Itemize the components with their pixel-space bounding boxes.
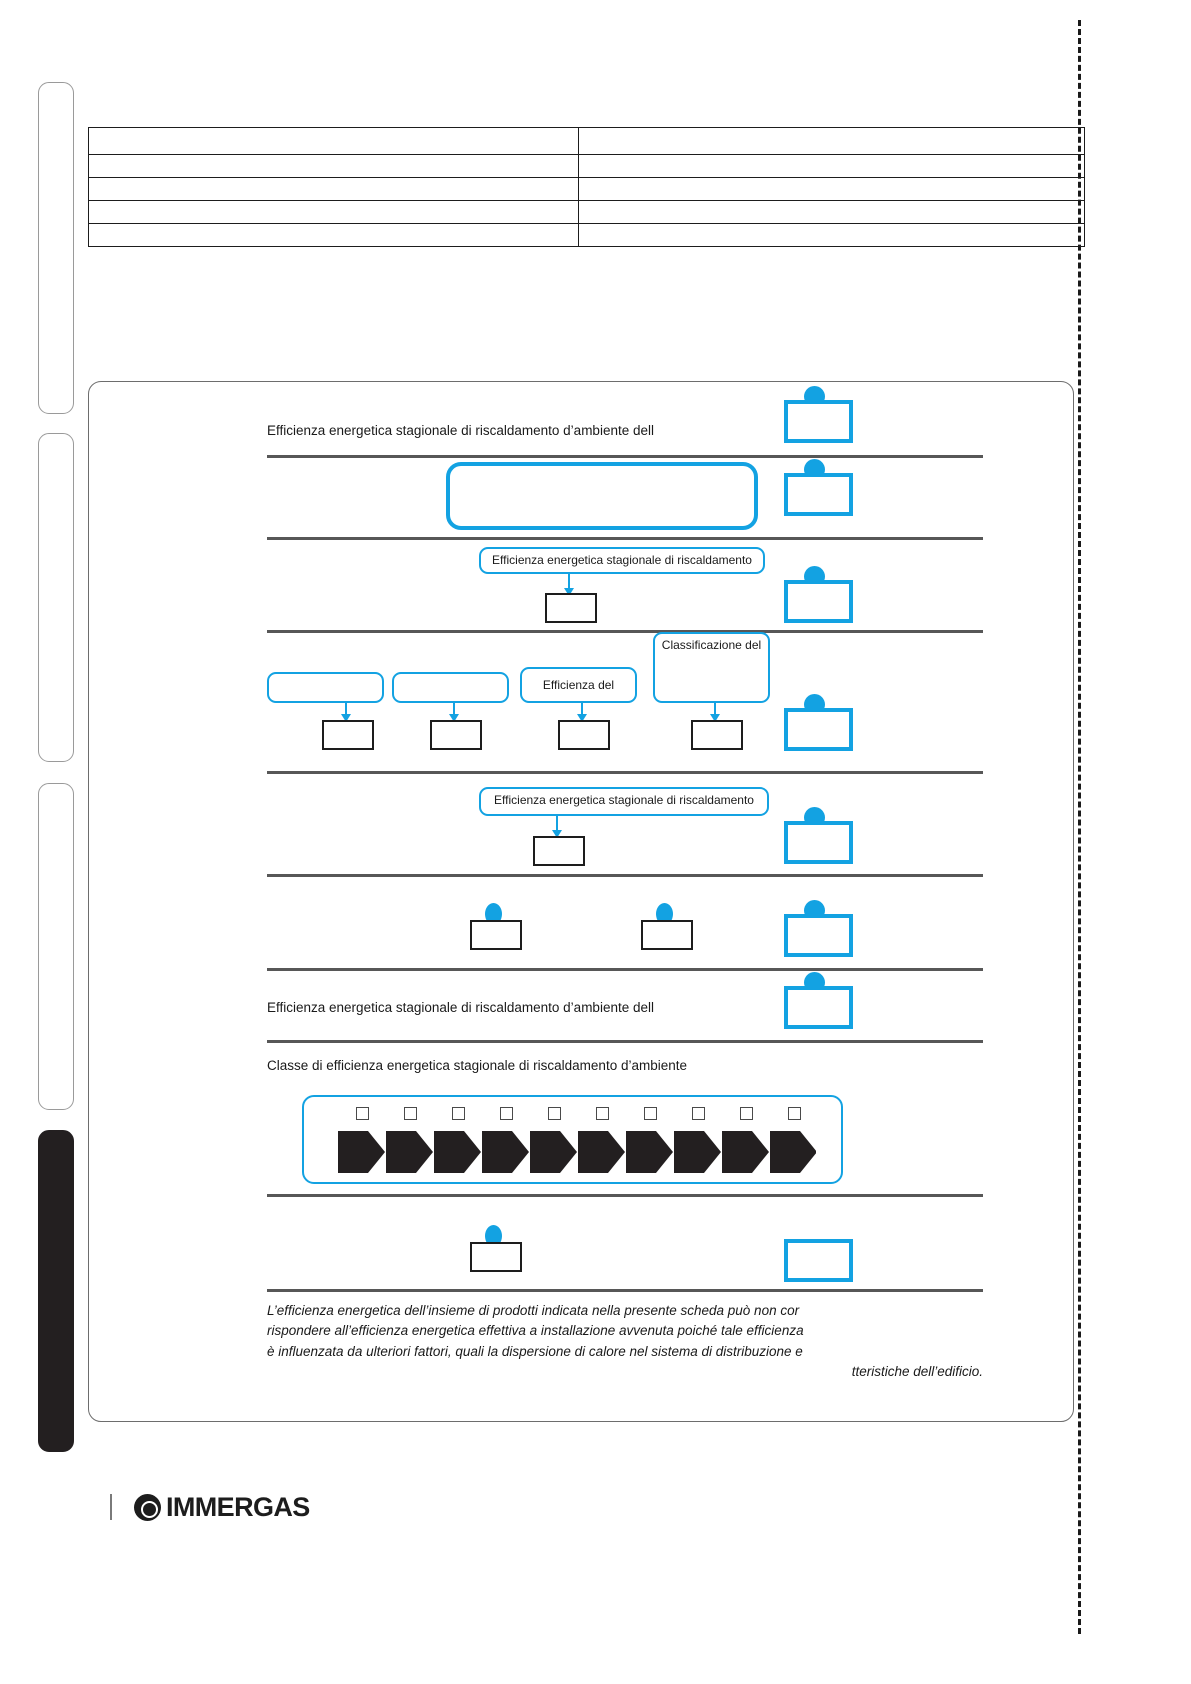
row-4-value-box-4[interactable] [691,720,743,750]
side-tab-3[interactable] [38,783,74,1110]
table-cell-value [578,127,1085,155]
row-3-connector-line [568,574,570,591]
disclaimer-line-1: L’efficienza energetica dell’insieme di … [267,1303,800,1318]
class-checkbox-2[interactable] [404,1107,417,1120]
row-4-value-box-1[interactable] [322,720,374,750]
row-5-callout[interactable]: Efficienza energetica stagionale di risc… [479,787,769,816]
row-separator-3 [267,630,983,633]
table-cell-label [88,154,579,178]
row-3-value-box[interactable] [545,593,597,623]
side-tab-4-active[interactable] [38,1130,74,1452]
table-cell-label [88,127,579,155]
row-4-callout-4[interactable]: Classificazione del [653,632,770,703]
table-cell-label [88,200,579,224]
table-row [88,154,1085,178]
row-5-connector-line [556,816,558,833]
table-row [88,223,1085,247]
brand-name: IMMERGAS [166,1492,310,1522]
row-4-connector-line-1 [345,703,347,717]
row-9-result-box[interactable] [784,1239,853,1282]
immergas-flame-circle-icon [134,1494,161,1521]
row-7-label: Efficienza energetica stagionale di risc… [267,1000,654,1015]
row-4-callout-1[interactable] [267,672,384,703]
disclaimer-line-4: tteristiche dell’edificio. [851,1363,983,1379]
class-checkbox-9[interactable] [740,1107,753,1120]
row-4-connector-line-3 [581,703,583,717]
row-4-value-box-2[interactable] [430,720,482,750]
row-1-result-box[interactable] [784,400,853,443]
row-9-value-box[interactable] [470,1242,522,1272]
dashed-cut-line [1078,20,1081,1634]
row-4-callout-2[interactable] [392,672,509,703]
class-checkbox-10[interactable] [788,1107,801,1120]
class-checkbox-8[interactable] [692,1107,705,1120]
row-6-value-box-2[interactable] [641,920,693,950]
brand-logo: IMMERGAS [134,1492,310,1523]
row-9-marker-dot [485,1225,502,1247]
side-tab-2[interactable] [38,433,74,762]
table-cell-label [88,177,579,201]
efficiency-arrow-row [338,1131,816,1173]
table-cell-value [578,154,1085,178]
row-separator-6 [267,968,983,971]
table-cell-value [578,177,1085,201]
row-4-connector-arrow-icon-4 [710,714,720,722]
row-6-result-box[interactable] [784,914,853,957]
row-2-result-box[interactable] [784,473,853,516]
class-checkbox-4[interactable] [500,1107,513,1120]
row-separator-2 [267,537,983,540]
row-4-value-box-3[interactable] [558,720,610,750]
table-row [88,200,1085,224]
efficiency-class-scale [302,1095,843,1184]
row-6-marker-dot-2 [656,903,673,925]
class-checkbox-6[interactable] [596,1107,609,1120]
row-6-value-box-1[interactable] [470,920,522,950]
row-6-marker-dot-1 [485,903,502,925]
row-4-connector-arrow-icon-1 [341,714,351,722]
disclaimer-line-2: rispondere all’efficienza energetica eff… [267,1323,804,1339]
table-cell-label [88,223,579,247]
row-4-result-box[interactable] [784,708,853,751]
row-5-connector-arrow-icon [552,830,562,838]
row-3-connector-arrow-icon [564,588,574,596]
class-checkbox-1[interactable] [356,1107,369,1120]
disclaimer-line-3: è influenzata da ulteriori fattori, qual… [267,1343,803,1359]
row-8-label: Classe di efficienza energetica stagiona… [267,1058,687,1073]
class-checkbox-5[interactable] [548,1107,561,1120]
row-3-result-box[interactable] [784,580,853,623]
row-separator-8 [267,1194,983,1197]
energy-fiche-panel: Efficienza energetica stagionale di risc… [88,381,1074,1422]
row-separator-9 [267,1289,983,1292]
class-checkbox-3[interactable] [452,1107,465,1120]
row-2-callout[interactable] [446,462,758,530]
row-4-connector-arrow-icon-2 [449,714,459,722]
class-checkbox-7[interactable] [644,1107,657,1120]
row-4-callout-3[interactable]: Efficienza del [520,667,637,703]
table-row [88,177,1085,201]
row-4-connector-line-2 [453,703,455,717]
row-7-result-box[interactable] [784,986,853,1029]
row-separator-4 [267,771,983,774]
table-cell-value [578,223,1085,247]
row-separator-5 [267,874,983,877]
row-separator-1 [267,455,983,458]
side-tab-1[interactable] [38,82,74,414]
table-cell-value [578,200,1085,224]
top-info-table [88,127,1085,247]
row-5-value-box[interactable] [533,836,585,866]
table-row [88,127,1085,155]
row-separator-7 [267,1040,983,1043]
row-1-label: Efficienza energetica stagionale di risc… [267,423,654,438]
row-3-callout[interactable]: Efficienza energetica stagionale di risc… [479,547,765,574]
row-4-connector-line-4 [714,703,716,717]
disclaimer-text: L’efficienza energetica dell’insieme di … [267,1301,983,1382]
row-4-connector-arrow-icon-3 [577,714,587,722]
footer-divider [110,1494,112,1520]
row-5-result-box[interactable] [784,821,853,864]
